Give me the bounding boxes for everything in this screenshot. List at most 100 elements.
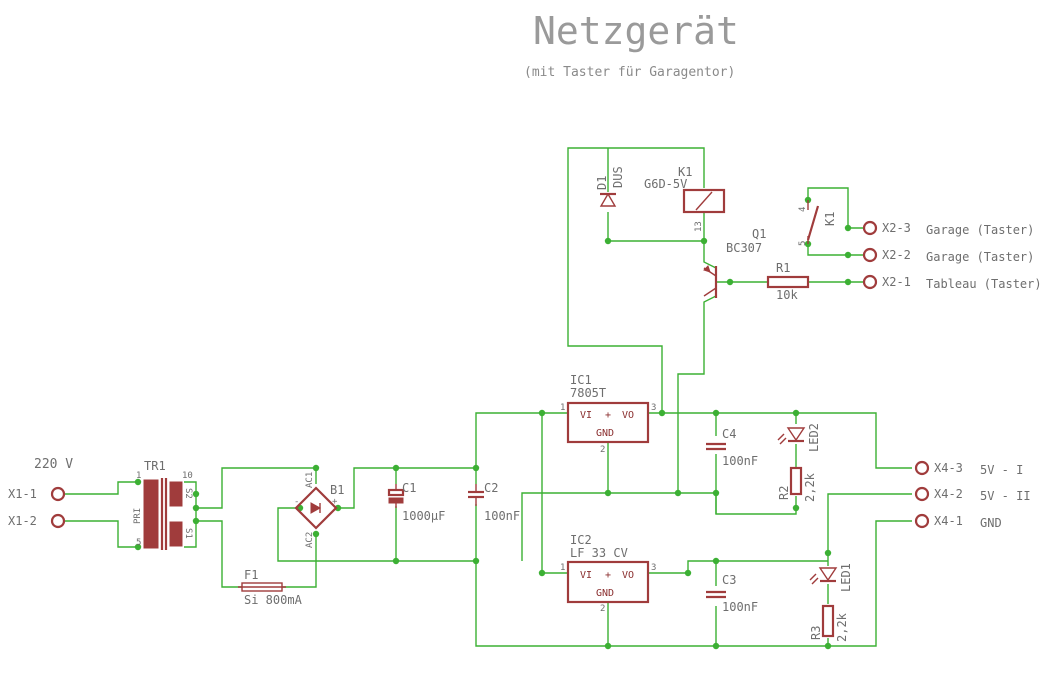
tr1-pin5: 5 [136,538,141,548]
k1-coil-name: K1 [678,165,692,179]
r3-value: 2,2k [835,612,849,642]
f1-value: Si 800mA [244,593,303,607]
capacitor-c4: C4 100nF [706,427,758,468]
tr1-pri-label: PRI [133,508,143,524]
c1-value: 1000µF [402,509,445,523]
connector-x2-2: X2-2 Garage (Taster) [862,247,1034,264]
ic1-pin1: 1 [560,403,565,413]
connector-x2-1-label: Tableau (Taster) [926,277,1042,291]
diode-d1: D1 DUS [595,166,625,207]
ic1-type: 7805T [570,386,606,400]
r1-value: 10k [776,288,798,302]
connector-x4-2: X4-2 5V - II [914,486,1031,503]
connector-x4-3-name: X4-3 [934,461,963,475]
schematic-title: Netzgerät [533,9,739,53]
r2-value: 2,2k [803,472,817,502]
b1-ac2-label: AC2 [305,532,315,548]
voltage-regulator-ic2: IC2 LF 33 CV VI + VO GND 1 2 3 [560,533,656,614]
d1-type: DUS [611,166,625,188]
tr1-pin10: 10 [182,471,193,481]
schematic-subtitle: (mit Taster für Garagentor) [524,65,735,80]
capacitor-c3: C3 100nF [706,573,758,614]
connector-x4-2-name: X4-2 [934,487,963,501]
transformer-tr1: TR1 PRI S2 S1 1 5 10 [133,459,193,550]
connector-x4-3-label: 5V - I [980,463,1023,477]
f1-name: F1 [244,568,258,582]
tr1-pin1: 1 [136,471,141,481]
ic1-plus: + [605,410,611,421]
resistor-r3: R3 2,2k [809,604,849,642]
connector-x1-1: X1-1 [8,486,66,502]
led-led1: LED1 [809,563,853,592]
ic2-pin2: 2 [600,604,605,614]
b1-ac1-label: AC1 [305,472,315,488]
voltage-regulator-ic1: IC1 7805T VI + VO GND 1 2 3 [560,373,656,455]
ic1-gnd: GND [596,428,614,439]
capacitor-c1: C1 1000µF [387,481,445,523]
mains-voltage-label: 220 V [34,457,73,472]
b1-minus-label: - [294,497,299,507]
d1-name: D1 [595,176,609,190]
connector-x2-3-name: X2-3 [882,221,911,235]
led1-name: LED1 [839,563,853,592]
connector-x1-2-name: X1-2 [8,514,37,528]
ic2-vi: VI [580,570,592,581]
led2-name: LED2 [807,423,821,452]
q1-type: BC307 [726,241,762,255]
ic2-pin1: 1 [560,563,565,573]
q1-name: Q1 [752,227,766,241]
relay-k1-contact: K1 4 5 [798,200,837,246]
connector-x1-2: X1-2 [8,513,66,529]
connector-x4-1-label: GND [980,516,1002,530]
c1-name: C1 [402,481,416,495]
k1-coil-pin13: 13 [694,221,704,232]
connector-x1-1-name: X1-1 [8,487,37,501]
connector-x2-1: X2-1 Tableau (Taster) [862,274,1042,291]
ic1-vi: VI [580,410,592,421]
resistor-r2: R2 2,2k [777,466,817,502]
ic1-pin3: 3 [651,403,656,413]
c2-value: 100nF [484,509,520,523]
r3-name: R3 [809,626,823,640]
connector-x2-3-label: Garage (Taster) [926,223,1034,237]
connector-x2-2-name: X2-2 [882,248,911,262]
c2-name: C2 [484,481,498,495]
ic2-name: IC2 [570,533,592,547]
k1-coil-type: G6D-5V [644,177,687,191]
c4-name: C4 [722,427,736,441]
r1-name: R1 [776,261,790,275]
ic2-gnd: GND [596,588,614,599]
capacitor-c2: C2 100nF [468,481,520,523]
ic1-vo: VO [622,410,634,421]
tr1-s2-label: S2 [183,488,193,499]
connector-x4-3: X4-3 5V - I [914,460,1023,477]
connector-x4-2-label: 5V - II [980,489,1031,503]
b1-plus-label: + [332,497,338,507]
junction-dots [134,196,852,650]
bridge-rectifier-b1: B1 AC1 AC2 - + [294,472,344,548]
fuse-f1: F1 Si 800mA [238,568,303,607]
k1-contact-pin4: 4 [798,207,808,212]
connector-x2-3: X2-3 Garage (Taster) [862,220,1034,237]
c3-name: C3 [722,573,736,587]
k1-contact-name: K1 [823,212,837,226]
tr1-name: TR1 [144,459,166,473]
ic2-type: LF 33 CV [570,546,628,560]
b1-name: B1 [330,483,344,497]
connector-x2-1-name: X2-1 [882,275,911,289]
ic2-plus: + [605,570,611,581]
k1-contact-pin5: 5 [798,241,808,246]
connector-x2-2-label: Garage (Taster) [926,250,1034,264]
transistor-q1: Q1 BC307 [703,227,766,298]
ic2-vo: VO [622,570,634,581]
r2-name: R2 [777,486,791,500]
ic2-pin3: 3 [651,563,656,573]
connector-x4-1-name: X4-1 [934,514,963,528]
connector-x4-1: X4-1 GND [914,513,1002,530]
wires [64,147,912,647]
c4-value: 100nF [722,454,758,468]
resistor-r1: R1 10k [766,261,810,302]
c3-value: 100nF [722,600,758,614]
led-led2: LED2 [777,423,821,452]
